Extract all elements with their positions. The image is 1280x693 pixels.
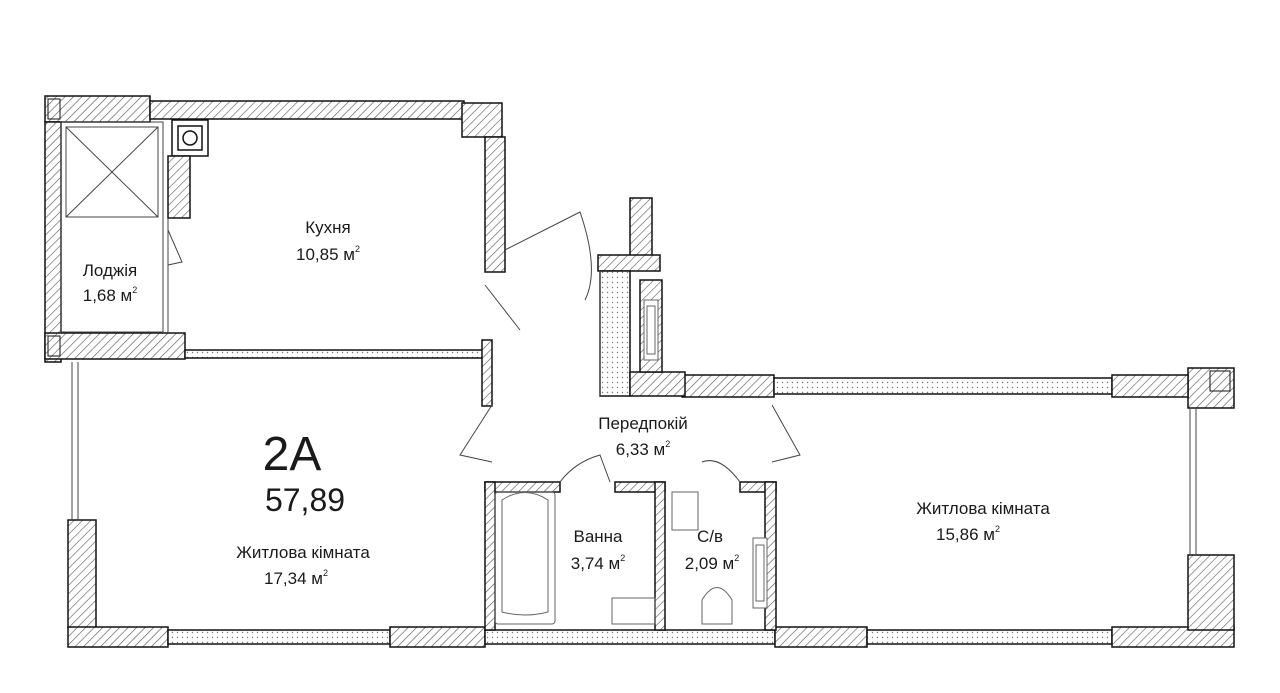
wall-right-bottom (1187, 554, 1235, 631)
bathtub (494, 491, 556, 625)
wall-hall-right (597, 254, 661, 272)
room-name-wc: С/в (697, 527, 723, 546)
wall-bath-wc (654, 481, 666, 631)
wall-bottom-right1 (774, 626, 868, 648)
room-area-living1: 17,34 м2 (264, 568, 328, 588)
apartment-total-area: 57,89 (265, 482, 345, 518)
wall-top-kitchen (149, 100, 465, 120)
wall-bottom-mid1 (167, 629, 391, 645)
room-name-living2: Житлова кімната (916, 499, 1050, 518)
walls (44, 95, 1235, 648)
wall-loggia-left (44, 121, 62, 363)
wall-bottom-left (67, 626, 169, 648)
wall-kitchen-right-top (461, 102, 503, 138)
room-area-kitchen: 10,85 м2 (296, 244, 360, 264)
room-name-loggia: Лоджія (83, 261, 138, 280)
room-labels: Лоджія 1,68 м2 Кухня 10,85 м2 Передпокій… (83, 218, 1051, 588)
wall-living2-top-c (1111, 374, 1189, 398)
wall-right-top (1187, 367, 1235, 409)
wall-bottom-mid3 (484, 629, 776, 645)
wall-kitchen-living (184, 349, 486, 359)
wall-bath-top-left (484, 481, 561, 493)
wall-living1-right-pier (481, 339, 493, 407)
wall-living1-left (67, 519, 97, 629)
fixtures (47, 98, 1231, 625)
wall-bottom-right2 (1111, 626, 1235, 648)
wall-bottom-mid2 (389, 626, 486, 648)
apartment-type: 2A (263, 428, 322, 481)
room-area-hallway: 6,33 м2 (616, 439, 671, 459)
room-area-wc: 2,09 м2 (685, 553, 740, 573)
wall-living2-top-a (681, 374, 775, 398)
wall-hall-right-shaft (599, 270, 631, 397)
room-name-bathroom: Ванна (573, 527, 623, 546)
wc-shaft (752, 537, 768, 609)
wall-hall-right-bottom (629, 371, 686, 397)
room-name-living1: Житлова кімната (236, 543, 370, 562)
washbasin (611, 597, 656, 625)
wc-sink (671, 491, 699, 531)
room-name-hallway: Передпокій (598, 414, 688, 433)
wall-bottom-mid4 (866, 629, 1113, 645)
wall-top-loggia (44, 95, 151, 123)
wall-bath-left (484, 481, 496, 631)
wall-loggia-bottom (44, 332, 186, 360)
wall-living2-top-b (773, 377, 1113, 395)
toilet (701, 587, 733, 625)
wall-kitchen-left-pier (167, 155, 191, 219)
room-area-living2: 15,86 м2 (936, 524, 1000, 544)
room-area-loggia: 1,68 м2 (83, 285, 138, 305)
room-area-bathroom: 3,74 м2 (571, 553, 626, 573)
thin-lines (60, 121, 1197, 555)
wall-kitchen-right (484, 136, 506, 273)
room-name-kitchen: Кухня (305, 218, 351, 237)
